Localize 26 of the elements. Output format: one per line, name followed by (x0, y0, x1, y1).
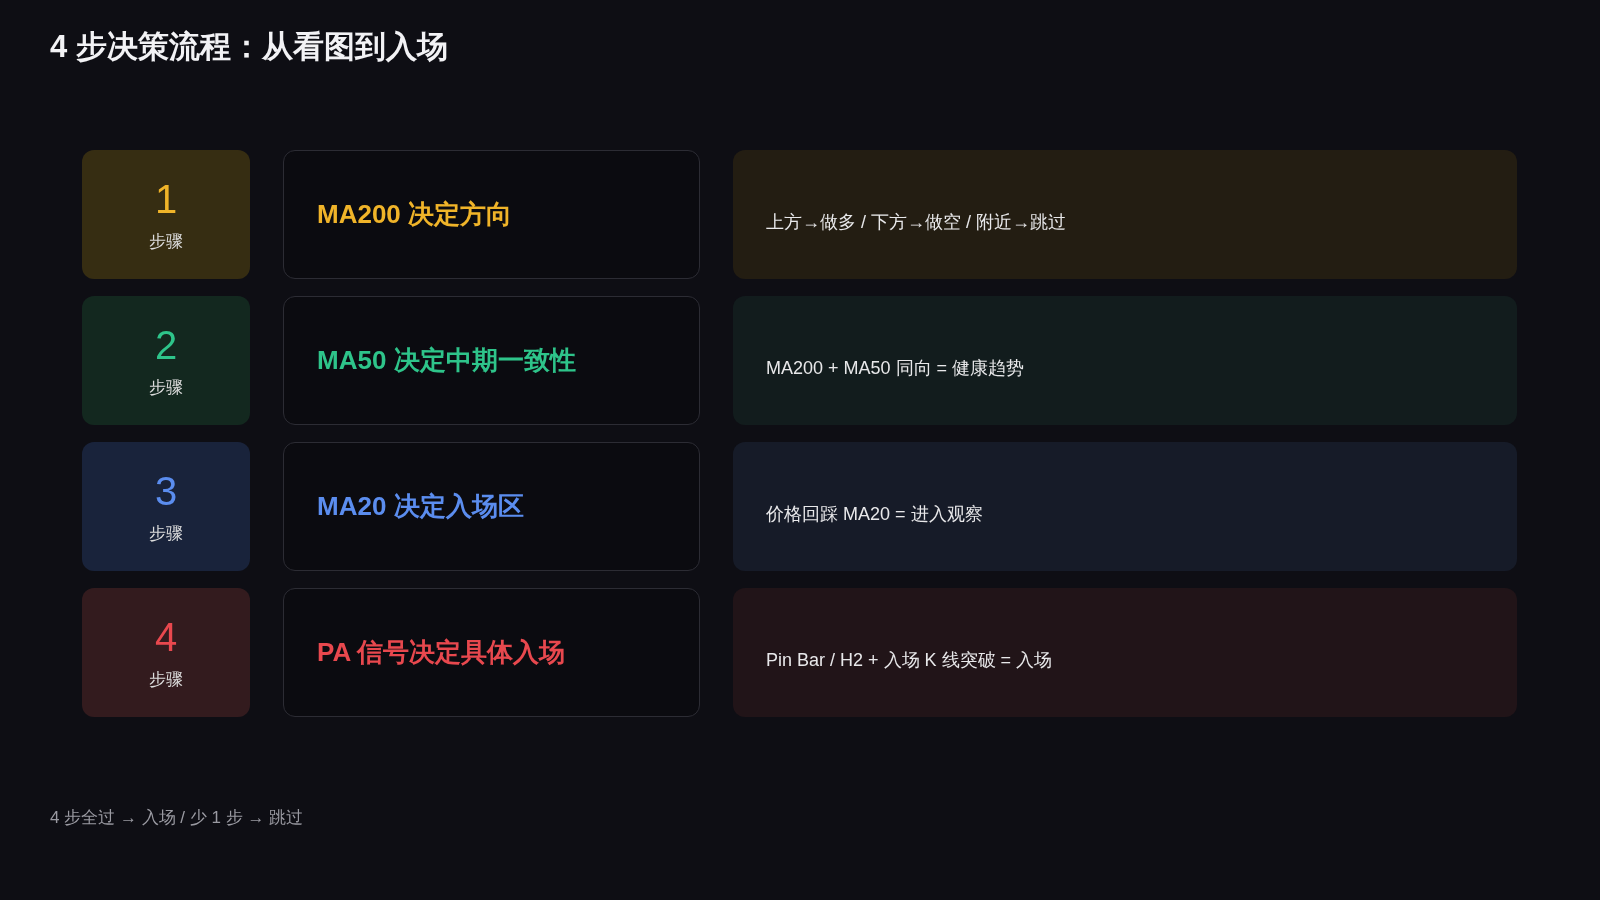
rule-card (283, 296, 700, 425)
step-label: 步骤 (149, 230, 183, 253)
step-label: 步骤 (149, 376, 183, 399)
step-label: 步骤 (149, 668, 183, 691)
rule-title: MA20 决定入场区 (317, 490, 524, 523)
step-card (82, 150, 250, 279)
detail-text: 上方→做多 / 下方→做空 / 附近→跳过 (766, 210, 1066, 234)
rule-card (283, 150, 700, 279)
step-card (82, 296, 250, 425)
step-label: 步骤 (149, 522, 183, 545)
rule-title: PA 信号决定具体入场 (317, 636, 566, 669)
step-card (82, 588, 250, 717)
step-number: 1 (154, 176, 178, 221)
rule-title: MA50 决定中期一致性 (317, 344, 576, 377)
step-card (82, 442, 250, 571)
rule-card (283, 442, 700, 571)
detail-text: 价格回踩 MA20 = 进入观察 (766, 502, 983, 526)
rule-title: MA200 决定方向 (317, 198, 513, 231)
step-number: 3 (154, 468, 178, 513)
step-number: 2 (154, 322, 178, 367)
detail-text: Pin Bar / H2 + 入场 K 线突破 = 入场 (766, 648, 1053, 672)
detail-text: MA200 + MA50 同向 = 健康趋势 (766, 356, 1025, 380)
rule-card (283, 588, 700, 717)
step-number: 4 (154, 614, 178, 659)
page-title: 4 步决策流程：从看图到入场 (50, 28, 448, 66)
footnote: 4 步全过 → 入场 / 少 1 步 → 跳过 (50, 807, 304, 829)
